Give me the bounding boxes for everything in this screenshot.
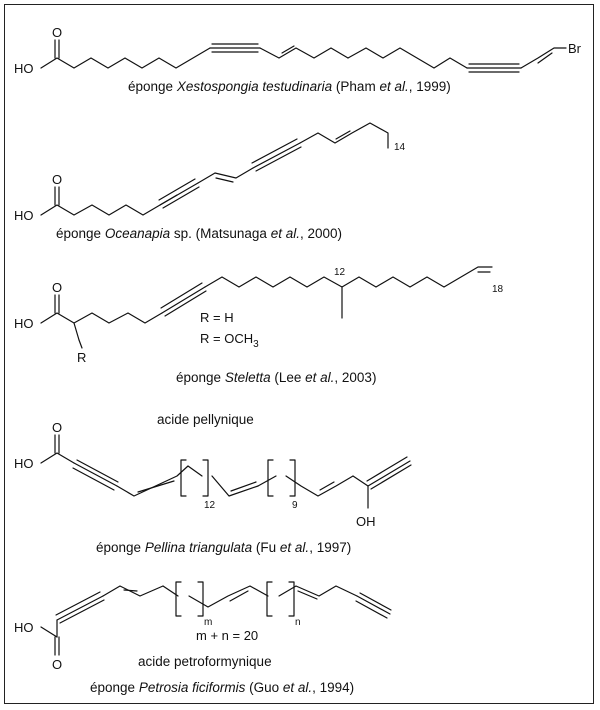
atom-o-4: O <box>52 420 62 435</box>
locant-c12: 12 <box>334 267 346 278</box>
locant-n12: 12 <box>204 500 216 511</box>
atom-ho-3: HO <box>14 316 34 331</box>
structure-4: 12 9 O HO OH <box>14 420 412 529</box>
atom-oh: OH <box>356 514 376 529</box>
figure-frame <box>4 4 594 704</box>
caption-2: éponge Oceanapia sp. (Matsunaga et al., … <box>56 226 342 241</box>
atom-ho-5: HO <box>14 620 34 635</box>
caption-5: éponge Petrosia ficiformis (Guo et al., … <box>90 680 355 695</box>
atom-br: Br <box>568 41 582 56</box>
atom-o-2: O <box>52 172 62 187</box>
locant-c14: 14 <box>394 142 406 153</box>
substituent-r-och3: R = OCH3 <box>200 331 259 350</box>
atom-ho-2: HO <box>14 208 34 223</box>
compound-name-pellynique: acide pellynique <box>157 412 254 427</box>
structure-5: m n HO O m + n = 20 <box>14 581 392 672</box>
caption-4: éponge Pellina triangulata (Fu et al., 1… <box>96 540 352 555</box>
locant-n: n <box>295 617 301 628</box>
atom-ho-1: HO <box>14 61 34 76</box>
atom-o-3: O <box>52 280 62 295</box>
caption-1: éponge Xestospongia testudinaria (Pham e… <box>128 79 451 94</box>
structure-2: 14 O HO <box>14 122 406 223</box>
compound-name-petroformynique: acide petroformynique <box>138 654 272 669</box>
locant-c18: 18 <box>492 284 504 295</box>
atom-o-5: O <box>52 657 62 672</box>
equation-m-plus-n: m + n = 20 <box>196 628 258 643</box>
locant-m: m <box>204 617 212 628</box>
atom-o-1: O <box>52 25 62 40</box>
structure-3: 12 18 O HO R R = H R = OCH3 <box>14 266 504 365</box>
substituent-r-h: R = H <box>200 310 234 325</box>
caption-3: éponge Steletta (Lee et al., 2003) <box>176 370 377 385</box>
atom-r: R <box>77 350 86 365</box>
structure-1: O HO Br <box>14 25 582 76</box>
atom-ho-4: HO <box>14 456 34 471</box>
locant-n9: 9 <box>292 500 298 511</box>
